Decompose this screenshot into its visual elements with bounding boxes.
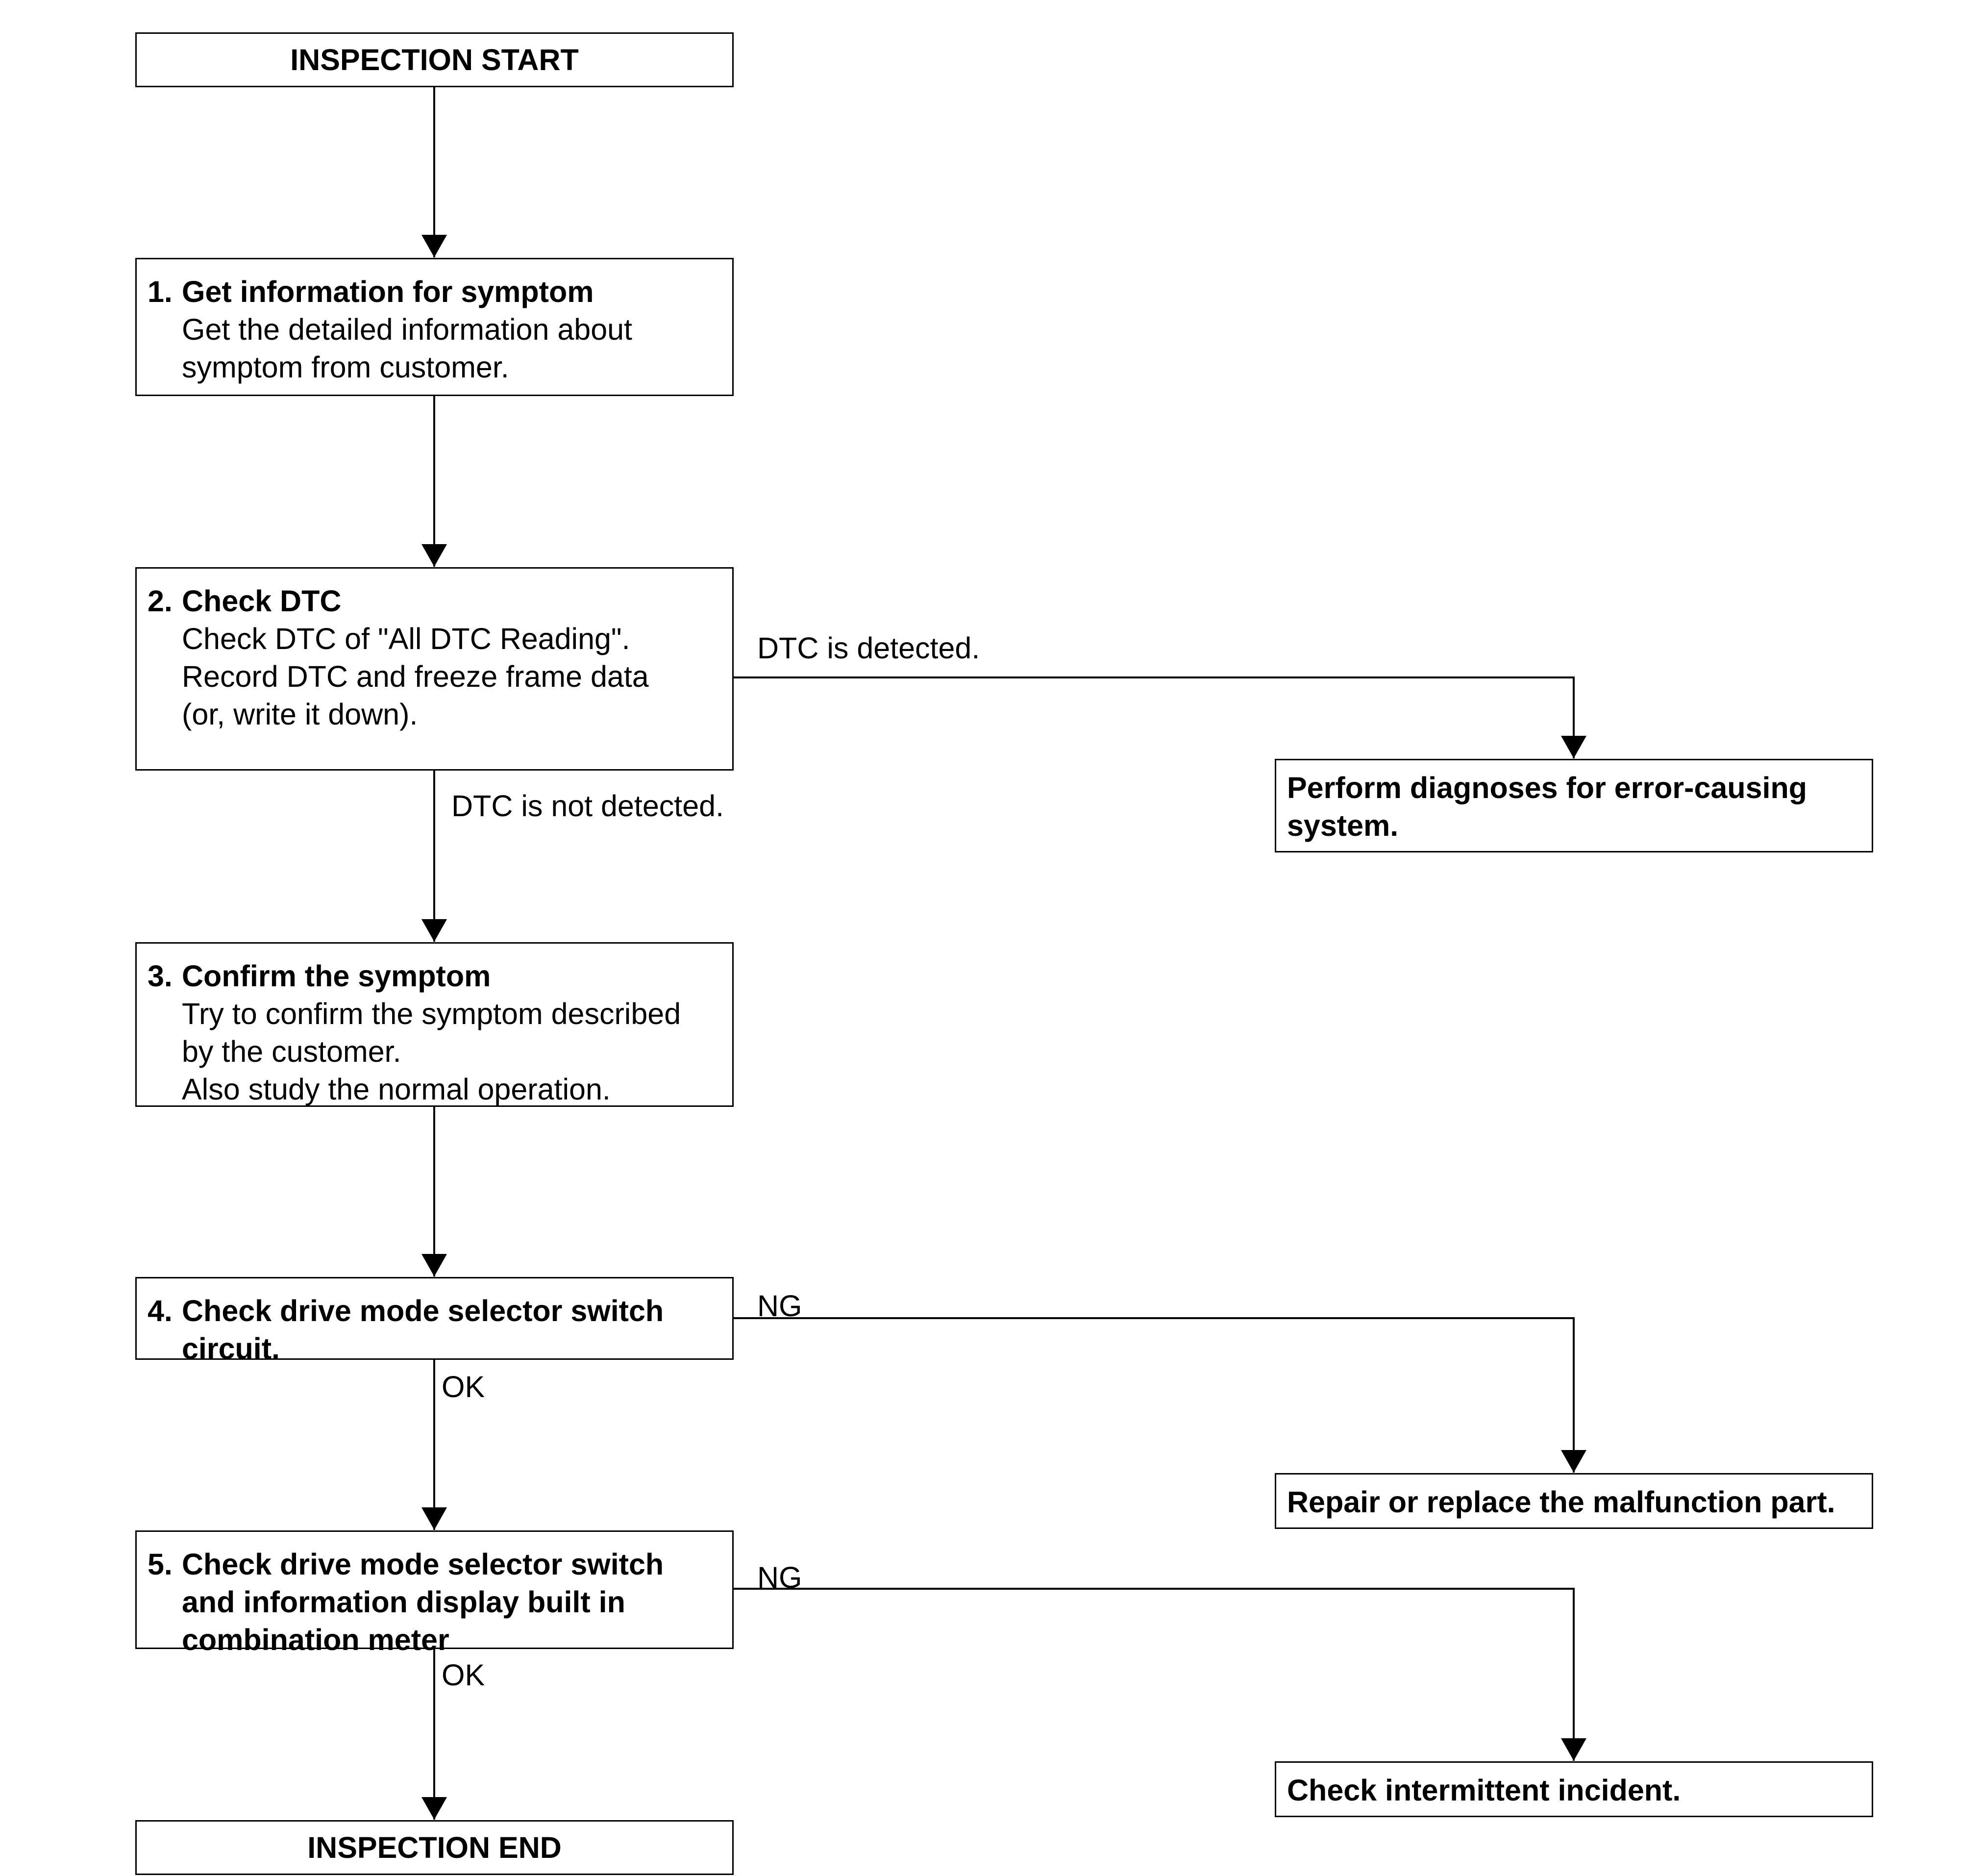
connector-step2-to-dtc-result [733, 676, 1586, 758]
step-5-title: Check drive mode selector switch and inf… [182, 1548, 664, 1656]
step-2-number: 2. [148, 584, 173, 618]
step-3-desc-line: Try to confirm the symptom described [182, 997, 681, 1030]
connector-step5-to-ng-result [733, 1588, 1586, 1761]
step-2-heading: 2. Check DTC [148, 582, 721, 620]
step-4-title: Check drive mode selector switch circuit… [182, 1294, 664, 1365]
step-1-number: 1. [148, 275, 173, 308]
step-3-number: 3. [148, 959, 173, 993]
step-4-ok-label: OK [442, 1370, 485, 1403]
circuit-ng-result-box: Repair or replace the malfunction part. [1275, 1473, 1873, 1529]
dtc-detected-result-box: Perform diagnoses for error-causing syst… [1275, 759, 1873, 852]
inspection-start-label: INSPECTION START [290, 43, 579, 76]
step-2-title: Check DTC [182, 584, 342, 618]
step-3-desc-line: by the customer. [182, 1035, 401, 1068]
step-3-desc-line: Also study the normal operation. [182, 1073, 611, 1106]
step-1-desc-line: symptom from customer. [182, 350, 509, 384]
step-4-box: 4. Check drive mode selector switch circ… [135, 1277, 734, 1365]
step-2-box: 2. Check DTC Check DTC of "All DTC Readi… [135, 567, 734, 771]
step-5-heading: 5. Check drive mode selector switch and … [148, 1546, 721, 1659]
inspection-end-label: INSPECTION END [307, 1830, 562, 1864]
step-5-ng-label: NG [757, 1561, 802, 1594]
display-ng-result-box: Check intermittent incident. [1275, 1761, 1873, 1817]
step-4-number: 4. [148, 1294, 173, 1327]
inspection-start-box: INSPECTION START [135, 32, 734, 87]
step-3-box: 3. Confirm the symptom Try to confirm th… [135, 942, 734, 1107]
step-3-title: Confirm the symptom [182, 959, 491, 993]
dtc-detected-label: DTC is detected. [757, 631, 980, 665]
step-1-description: Get the detailed information about sympt… [148, 311, 721, 386]
step-5-box: 5. Check drive mode selector switch and … [135, 1530, 734, 1656]
step-1-box: 1. Get information for symptom Get the d… [135, 258, 734, 396]
step-2-desc-line: Check DTC of "All DTC Reading". [182, 622, 630, 655]
step-3-description: Try to confirm the symptom described by … [148, 995, 721, 1108]
step-4-heading: 4. Check drive mode selector switch circ… [148, 1292, 721, 1368]
step-5-number: 5. [148, 1548, 173, 1581]
step-2-desc-line: (or, write it down). [182, 698, 418, 731]
step-3-heading: 3. Confirm the symptom [148, 957, 721, 995]
step-1-heading: 1. Get information for symptom [148, 273, 721, 311]
step-1-desc-line: Get the detailed information about [182, 313, 632, 346]
step-2-desc-line: Record DTC and freeze frame data [182, 660, 649, 693]
inspection-end-box: INSPECTION END [135, 1820, 734, 1875]
step-1-title: Get information for symptom [182, 275, 594, 308]
connector-step4-to-ng-result [733, 1317, 1586, 1473]
step-4-ng-label: NG [757, 1289, 802, 1323]
step-2-description: Check DTC of "All DTC Reading". Record D… [148, 620, 721, 733]
dtc-not-detected-label: DTC is not detected. [451, 789, 724, 823]
step-5-ok-label: OK [442, 1658, 485, 1692]
